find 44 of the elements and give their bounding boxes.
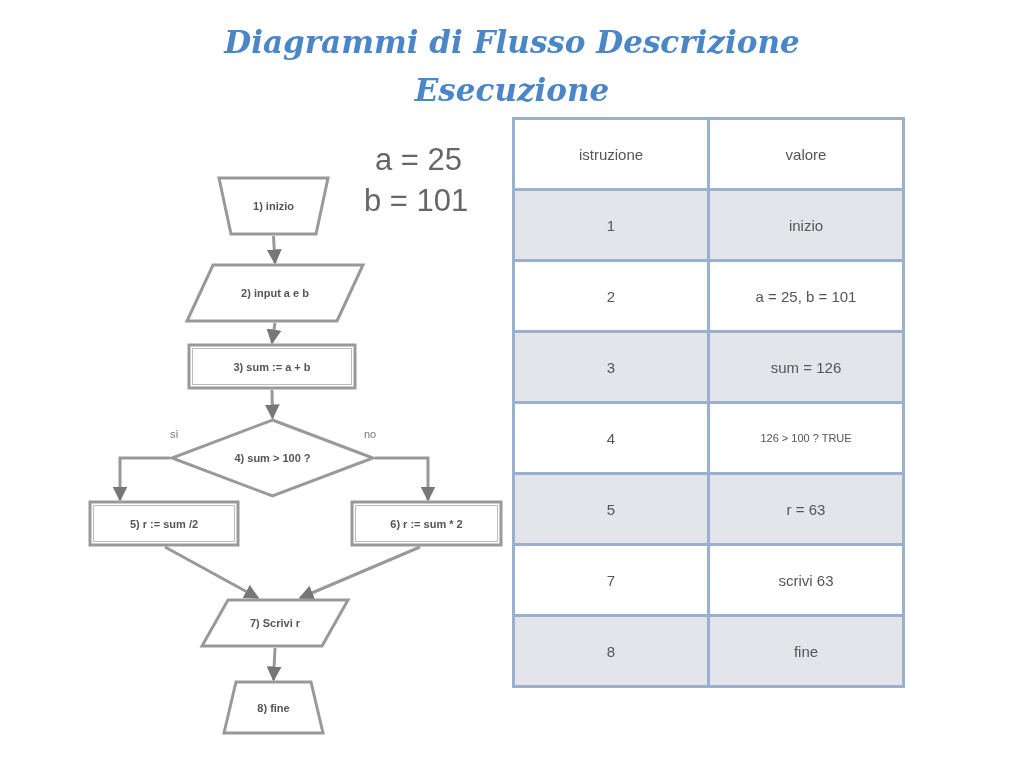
table-cell: r = 63 <box>710 475 902 543</box>
arrow <box>266 647 282 682</box>
table-cell: 4 <box>515 404 707 472</box>
arrow <box>264 389 280 420</box>
arrow <box>266 235 282 265</box>
table-cell: a = 25, b = 101 <box>710 262 902 330</box>
table-cell: 1 <box>515 191 707 259</box>
arrow <box>266 322 282 345</box>
output-parallelogram <box>200 598 350 648</box>
arrow <box>164 545 260 600</box>
end-terminal <box>222 680 325 735</box>
node-text: 1) inizio <box>253 200 294 212</box>
table-cell: scrivi 63 <box>710 546 902 614</box>
process-box <box>187 343 357 390</box>
input-parallelogram <box>185 263 365 323</box>
table-cell: 3 <box>515 333 707 401</box>
table-cell: 8 <box>515 617 707 685</box>
table-cell: sum = 126 <box>710 333 902 401</box>
process-box <box>88 500 240 547</box>
table-cell: 5 <box>515 475 707 543</box>
variable-value: b = 101 <box>364 184 469 218</box>
table-cell: 126 > 100 ? TRUE <box>710 404 902 472</box>
node-text: 3) sum := a + b <box>233 360 311 373</box>
node-text: 8) fine <box>257 701 290 714</box>
edge-label: sì <box>168 428 181 440</box>
arrow <box>375 456 436 502</box>
table-cell: istruzione <box>515 120 707 188</box>
table-cell: valore <box>710 120 902 188</box>
start-terminal <box>217 176 330 236</box>
node-text: 2) input a e b <box>241 287 309 299</box>
node-text: 6) r := sum * 2 <box>390 517 463 530</box>
decision-diamond <box>170 418 375 498</box>
diagram-title: Diagrammi di Flusso Descrizione Esecuzione <box>222 23 801 110</box>
table-cell: 7 <box>515 546 707 614</box>
node-text: 4) sum > 100 ? <box>234 452 311 464</box>
node-text: 7) Scrivi r <box>249 617 301 629</box>
arrow <box>298 545 421 600</box>
node-text: 5) r := sum /2 <box>129 517 199 530</box>
arrow <box>112 456 170 502</box>
table-cell: 2 <box>515 262 707 330</box>
variable-value: a = 25 <box>375 143 463 177</box>
table-cell: inizio <box>710 191 902 259</box>
table-cell: fine <box>710 617 902 685</box>
process-box <box>350 500 503 547</box>
